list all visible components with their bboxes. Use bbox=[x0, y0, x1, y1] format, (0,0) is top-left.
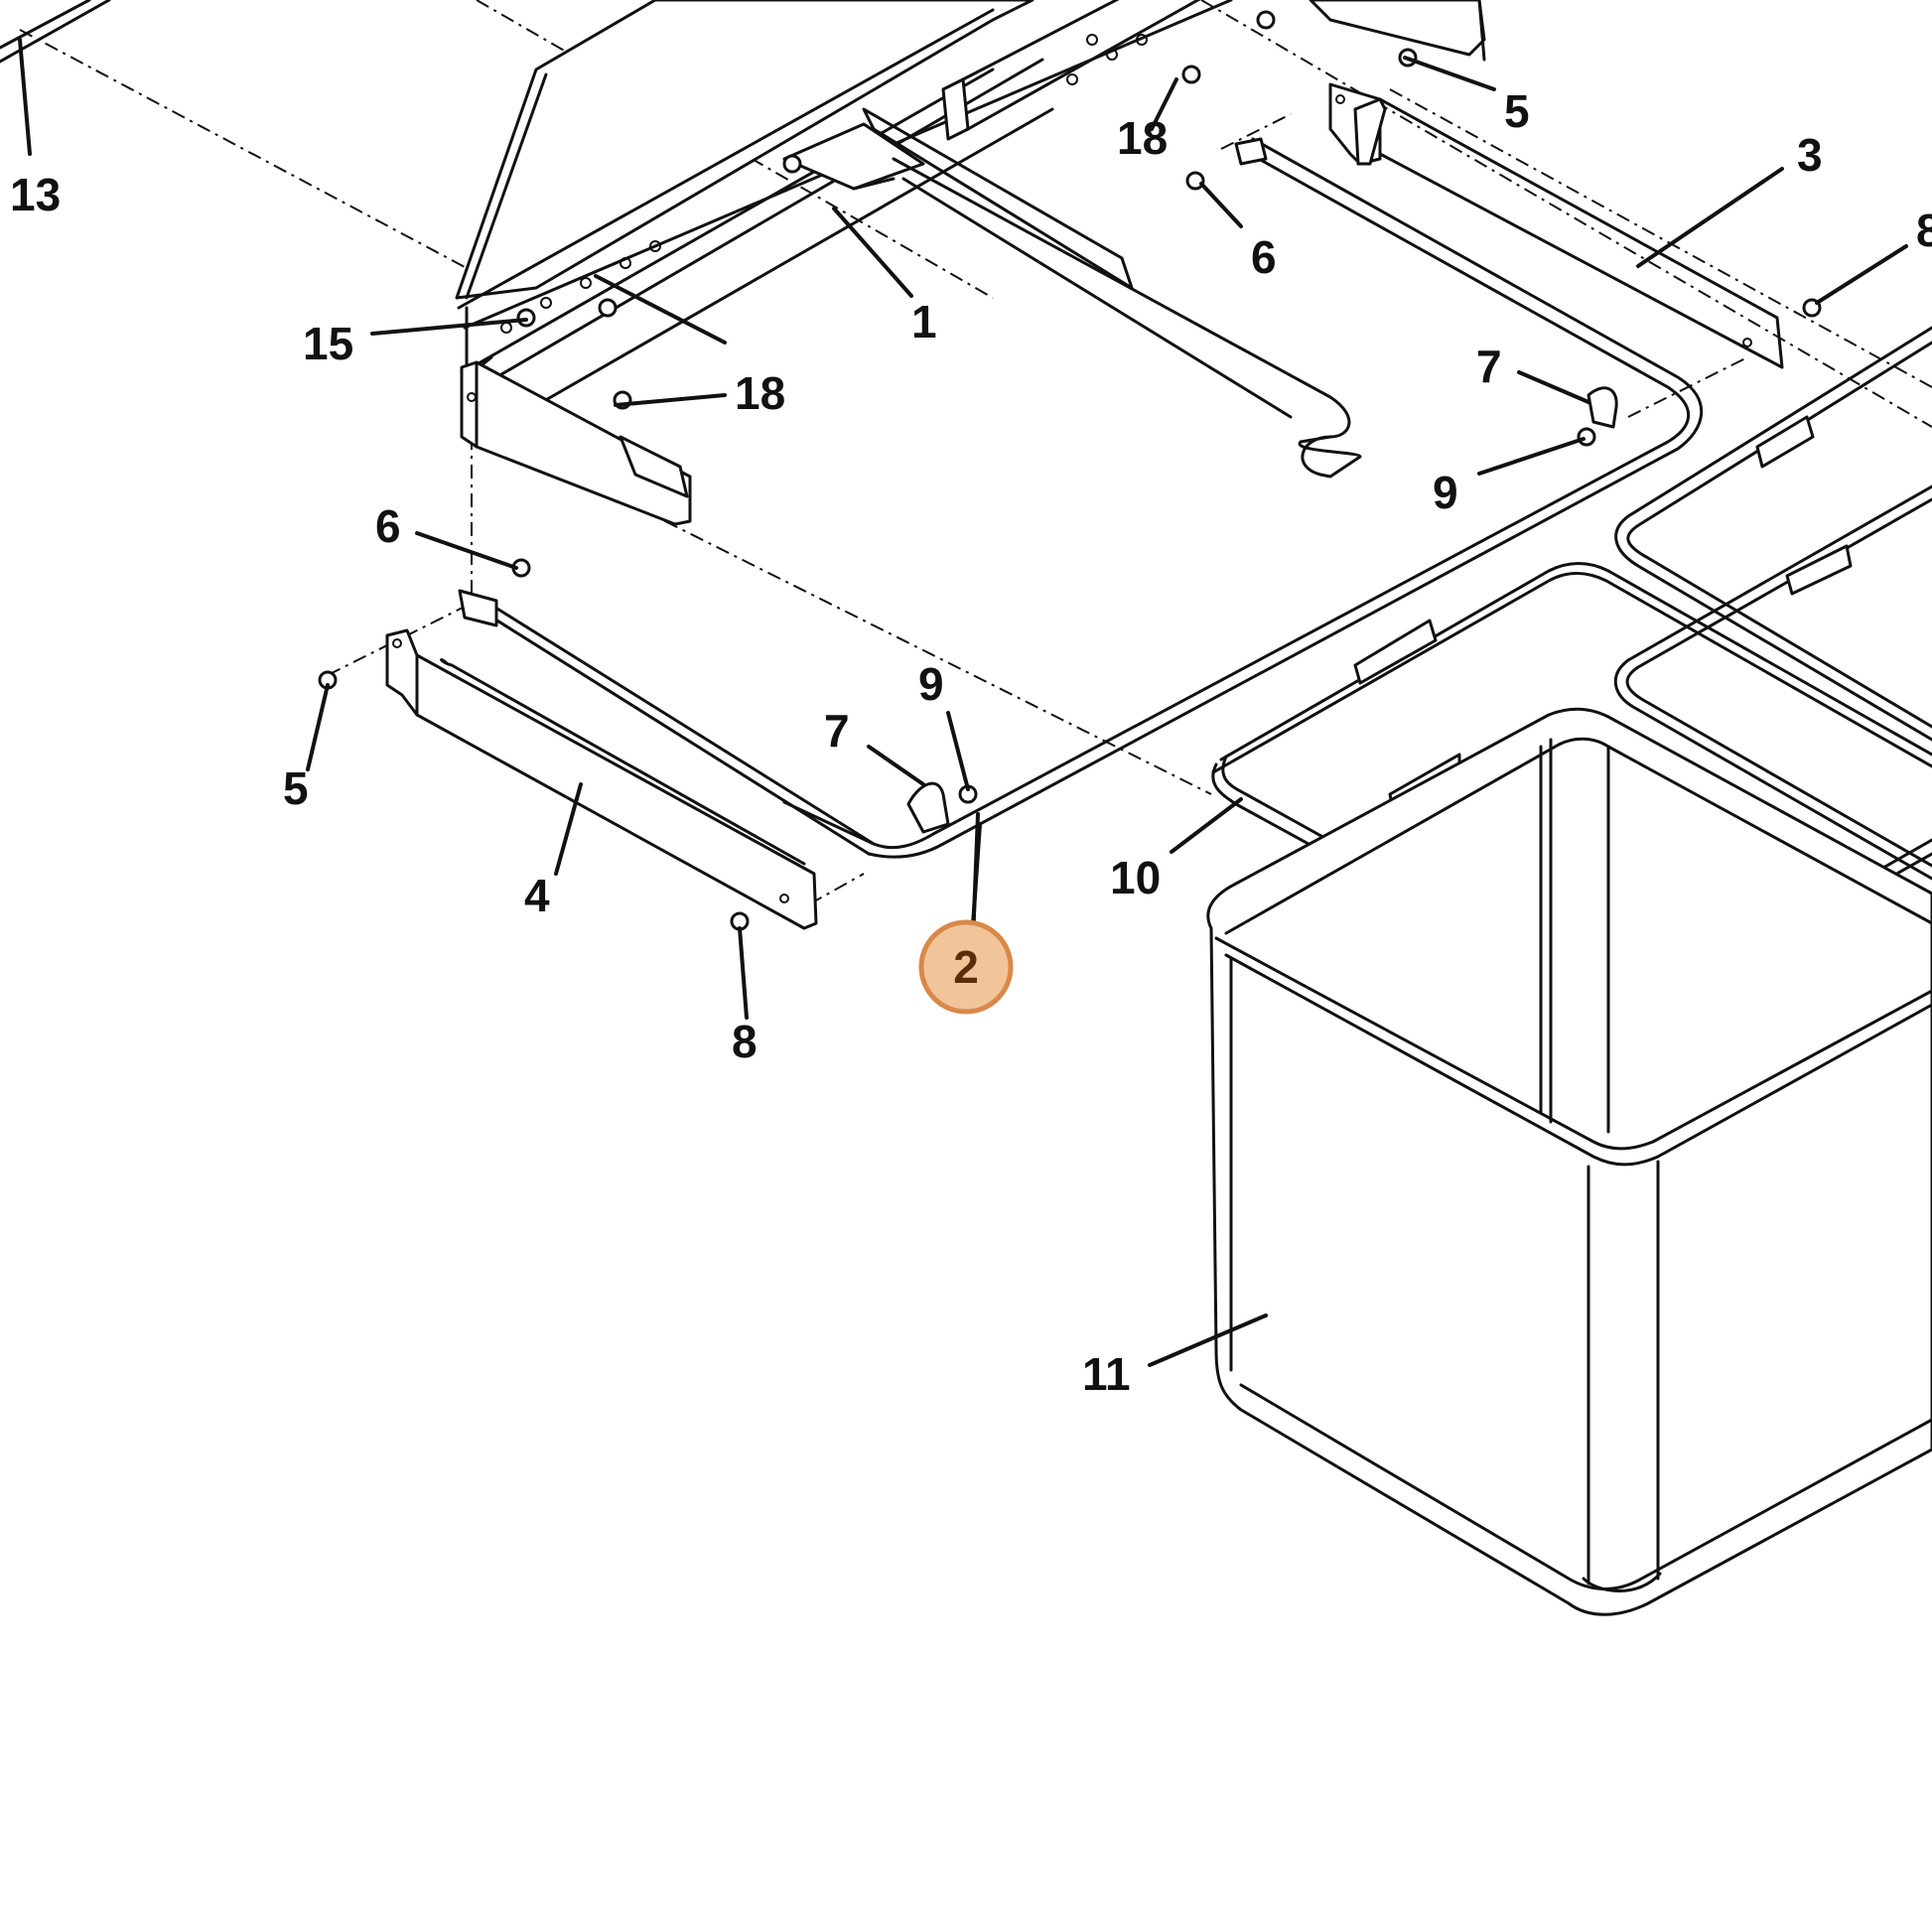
right-rod-frame bbox=[1613, 326, 1932, 881]
callout-15: 15 bbox=[303, 318, 353, 369]
callout-13: 13 bbox=[10, 169, 61, 220]
callout-8-left: 8 bbox=[732, 1016, 758, 1067]
callout-11: 11 bbox=[1082, 1348, 1131, 1400]
part-3-bar[interactable] bbox=[1328, 82, 1784, 369]
leader-lines bbox=[18, 38, 1908, 1367]
hardware bbox=[318, 10, 1822, 931]
callout-6-left: 6 bbox=[375, 500, 401, 552]
callout-7-left: 7 bbox=[824, 705, 850, 757]
callout-10: 10 bbox=[1110, 852, 1161, 903]
highlighted-callout-2[interactable]: 2 bbox=[918, 822, 1014, 1015]
part-4-bar[interactable] bbox=[385, 628, 818, 930]
callout-6-top: 6 bbox=[1251, 231, 1277, 283]
callout-18-left: 18 bbox=[735, 367, 785, 419]
highlight-circle bbox=[918, 919, 1014, 1015]
part-11-container[interactable] bbox=[1206, 707, 1932, 1616]
callout-18-top: 18 bbox=[1117, 112, 1168, 164]
frame-holes bbox=[500, 34, 1148, 334]
callout-1: 1 bbox=[911, 296, 937, 347]
callout-9-right: 9 bbox=[1433, 467, 1458, 518]
part-2-rod-frame[interactable] bbox=[458, 137, 1704, 859]
callout-2: 2 bbox=[953, 941, 979, 993]
part-1-hopper-frame[interactable] bbox=[455, 0, 1486, 479]
callout-5-top: 5 bbox=[1504, 85, 1530, 137]
callout-3: 3 bbox=[1797, 129, 1823, 181]
callout-9-left: 9 bbox=[918, 658, 944, 710]
callout-labels: 13 15 18 1 18 6 5 3 8 7 9 6 5 4 7 9 8 10… bbox=[10, 85, 1932, 1400]
callout-8-right: 8 bbox=[1916, 205, 1932, 256]
callout-7-right: 7 bbox=[1476, 341, 1502, 392]
left-side-bracket[interactable] bbox=[460, 360, 692, 526]
callout-5-left: 5 bbox=[283, 762, 309, 814]
callout-4: 4 bbox=[524, 870, 550, 921]
part-13-bar bbox=[0, 0, 111, 64]
